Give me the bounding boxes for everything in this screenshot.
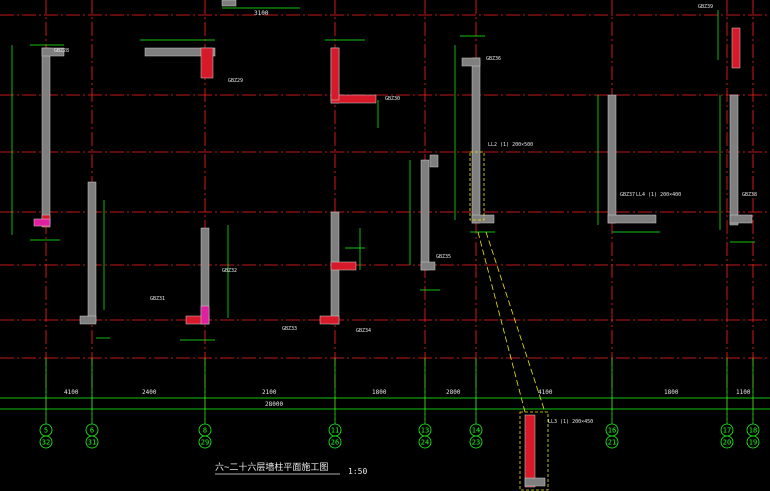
callout-leaders: [469, 151, 549, 491]
axis-bubble-bottom: [605, 435, 619, 449]
tag-w5: GBZ32: [222, 268, 237, 274]
dim-top: 3100: [254, 10, 269, 17]
drawing-title: 六~二十六层墙柱平面施工图: [215, 461, 328, 473]
tag-w7: GBZ34: [356, 328, 371, 334]
callout-c3: LL4 (1) 200×400: [636, 192, 681, 198]
axis-label-top: 14: [472, 427, 480, 435]
axis-bubbles: 5 32 6 31 8 29 11 26 13 24 14 23 16 21 17 20 18 19: [39, 423, 760, 449]
axis-label-top: 13: [421, 427, 429, 435]
axis-label-top: 17: [723, 427, 731, 435]
dim-row1-6: 1800: [664, 389, 679, 396]
dim-row1-4: 2800: [446, 389, 461, 396]
shear-walls: [33, 0, 753, 488]
wall-tags: GBZ28 GBZ29 GBZ30 GBZ31 GBZ32 GBZ33 GBZ3…: [54, 4, 757, 334]
axis-label-bottom: 19: [749, 439, 757, 447]
axis-label-top: 5: [44, 427, 48, 435]
dim-row1-3: 1800: [372, 389, 387, 396]
tag-w8: GBZ35: [436, 254, 451, 260]
axis-bubble-bottom: [328, 435, 342, 449]
axis-label-bottom: 29: [201, 439, 209, 447]
axis-label-bottom: 26: [331, 439, 339, 447]
tag-w11: GBZ38: [742, 192, 757, 198]
axis-label-bottom: 31: [88, 439, 96, 447]
dim-row1-2: 2100: [262, 389, 277, 396]
axis-label-bottom: 20: [723, 439, 731, 447]
axis-label-top: 6: [90, 427, 94, 435]
axis-bubble-bottom: [746, 435, 760, 449]
dim-total: 28000: [265, 401, 283, 408]
tag-w9: GBZ36: [486, 56, 501, 62]
tag-w1: GBZ28: [54, 48, 69, 54]
axis-label-bottom: 32: [42, 439, 50, 447]
tag-w6: GBZ33: [282, 326, 297, 332]
axis-label-bottom: 24: [421, 439, 429, 447]
axis-label-bottom: 23: [472, 439, 480, 447]
tag-w10: GBZ37: [620, 192, 635, 198]
dimension-lines: [0, 7, 770, 424]
title-block: 六~二十六层墙柱平面施工图 1:50: [215, 461, 367, 476]
dimension-texts: 3100 4100 2400 2100 1800 2800 4100 1800 …: [64, 10, 751, 408]
dim-row1-0: 4100: [64, 389, 79, 396]
axis-label-bottom: 21: [608, 439, 616, 447]
axis-bubble-bottom: [198, 435, 212, 449]
dim-row1-7: 1100: [736, 389, 751, 396]
callout-texts: LL2 (1) 200×500 LL3 (1) 200×450 LL4 (1) …: [488, 142, 681, 425]
tag-w2: GBZ29: [228, 78, 243, 84]
axis-label-top: 11: [331, 427, 339, 435]
axis-label-top: 16: [608, 427, 616, 435]
axis-bubble-bottom: [85, 435, 99, 449]
dim-row1-1: 2400: [142, 389, 157, 396]
axis-bubble-bottom: [418, 435, 432, 449]
dim-row1-5: 4100: [538, 389, 553, 396]
callout-c1: LL2 (1) 200×500: [488, 142, 533, 148]
tag-w12: GBZ39: [698, 4, 713, 10]
axis-grid: [0, 0, 770, 420]
axis-bubble-bottom: [469, 435, 483, 449]
axis-bubble-bottom: [39, 435, 53, 449]
tag-w4: GBZ31: [150, 296, 165, 302]
drawing-scale: 1:50: [348, 467, 367, 476]
tag-w3: GBZ30: [385, 96, 400, 102]
axis-label-top: 18: [749, 427, 757, 435]
callout-c2: LL3 (1) 200×450: [548, 419, 593, 425]
axis-bubble-bottom: [720, 435, 734, 449]
axis-label-top: 8: [203, 427, 207, 435]
